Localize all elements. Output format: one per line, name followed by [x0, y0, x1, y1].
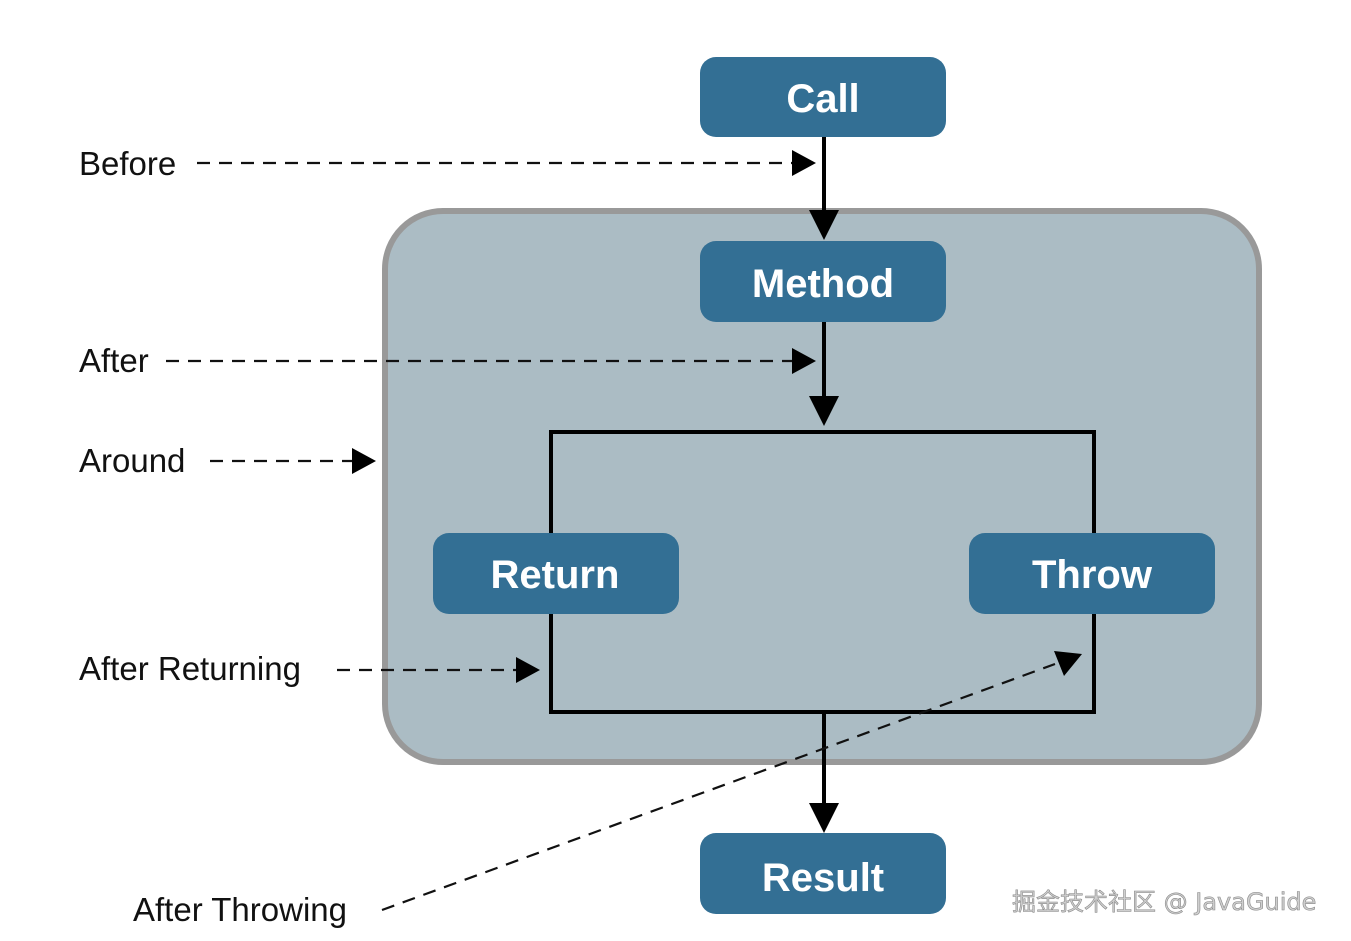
- return-box: Return: [433, 533, 679, 614]
- after-label: After: [79, 342, 149, 379]
- throw-box-label: Throw: [1032, 553, 1153, 597]
- after-throwing-pointer-arrowhead: [1054, 651, 1082, 676]
- before-pointer-arrowhead: [792, 150, 816, 176]
- return-box-label: Return: [491, 553, 620, 597]
- after-returning-label: After Returning: [79, 650, 301, 687]
- after-throwing-label: After Throwing: [133, 891, 347, 928]
- after-returning-pointer-arrowhead: [516, 657, 540, 683]
- method-box: Method: [700, 241, 946, 322]
- block-to-result-arrowhead: [809, 803, 839, 833]
- method-to-block-arrowhead: [809, 396, 839, 426]
- throw-box: Throw: [969, 533, 1215, 614]
- result-box-label: Result: [762, 856, 884, 900]
- call-to-method-arrowhead: [809, 210, 839, 240]
- before-label: Before: [79, 145, 176, 182]
- around-pointer-arrowhead: [352, 448, 376, 474]
- around-label: Around: [79, 442, 185, 479]
- after-pointer-arrowhead: [792, 348, 816, 374]
- call-box: Call: [700, 57, 946, 137]
- call-box-label: Call: [786, 77, 859, 121]
- result-box: Result: [700, 833, 946, 914]
- after-throwing-pointer-line: [381, 662, 1056, 912]
- watermark: 掘金技术社区 @ JavaGuide: [1012, 888, 1316, 916]
- method-box-label: Method: [752, 262, 894, 306]
